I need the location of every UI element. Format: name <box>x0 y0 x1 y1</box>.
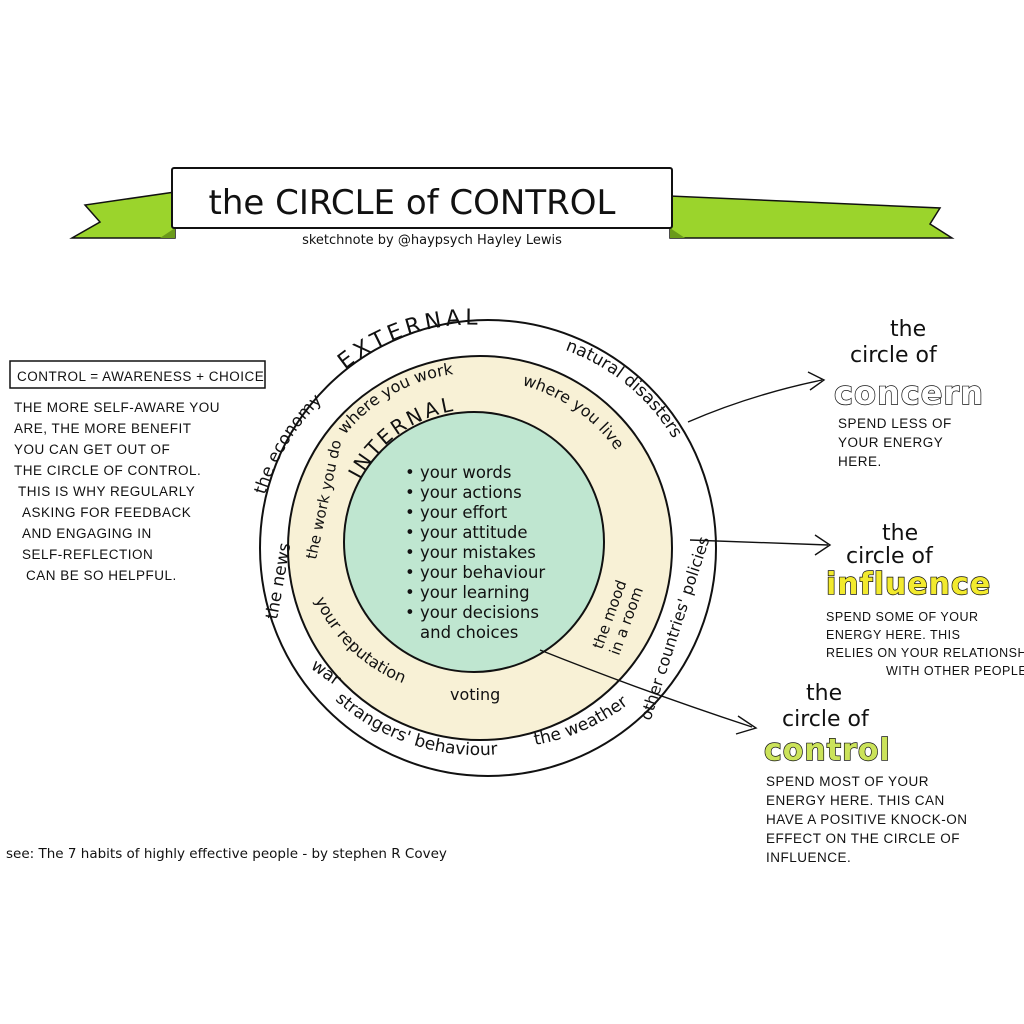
concern-word: concern <box>834 374 984 412</box>
left-note-line: AND ENGAGING IN <box>22 526 152 541</box>
internal-item: • your decisions <box>405 603 539 622</box>
influence-circle-of: circle of <box>846 544 934 569</box>
internal-item: • your effort <box>405 503 508 522</box>
left-note-line: THE MORE SELF-AWARE YOU <box>14 400 220 415</box>
internal-item: • your learning <box>405 583 530 602</box>
internal-items-list: • your words• your actions• your effort•… <box>405 463 545 642</box>
left-note-line: ASKING FOR FEEDBACK <box>22 505 191 520</box>
control-description: SPEND MOST OF YOUR ENERGY HERE. THIS CAN H… <box>766 774 968 865</box>
influence-desc-line: SPEND SOME OF YOUR <box>826 610 979 624</box>
footer-reference: see: The 7 habits of highly effective pe… <box>6 846 447 862</box>
control-desc-line: EFFECT ON THE CIRCLE OF <box>766 831 960 846</box>
concern-desc-line: YOUR ENERGY <box>838 435 943 450</box>
left-note-line: SELF-REFLECTION <box>22 547 153 562</box>
control-circle-of: circle of <box>782 707 870 732</box>
ribbon-left-tail <box>69 191 176 239</box>
concern-description: SPEND LESS OF YOUR ENERGY HERE. <box>838 416 952 469</box>
arrowhead-influence <box>814 534 832 556</box>
left-note-body: THE MORE SELF-AWARE YOU ARE, THE MORE BEN… <box>14 400 220 583</box>
internal-item: • your behaviour <box>405 563 545 582</box>
formula-box <box>9 360 266 389</box>
internal-item: • your words <box>405 463 511 482</box>
ribbon-right-tail <box>669 195 955 239</box>
influence-word: influence <box>826 567 991 602</box>
internal-item: • your attitude <box>405 523 528 542</box>
arrowhead-concern <box>807 371 826 391</box>
internal-item: • your mistakes <box>405 543 536 562</box>
internal-item: and choices <box>420 623 518 642</box>
concern-desc-line: HERE. <box>838 454 882 469</box>
left-note-line: YOU CAN GET OUT OF <box>14 442 170 457</box>
label-mood-in-a-room: the mood in a room <box>589 578 647 658</box>
left-note: CONTROL = AWARENESS + CHOICE THE MORE SE… <box>9 360 266 583</box>
internal-item: • your actions <box>405 483 522 502</box>
label-voting: voting <box>450 685 500 704</box>
ribbon-left-fold <box>160 228 175 238</box>
influence-block: the circle of influence SPEND SOME OF YO… <box>825 521 1024 678</box>
arrowhead-control <box>735 715 758 735</box>
influence-desc-line: ENERGY HERE. THIS <box>826 628 960 642</box>
concern-circle-of: circle of <box>850 343 938 368</box>
influence-description: SPEND SOME OF YOUR ENERGY HERE. THIS RELIE… <box>826 610 1024 678</box>
formula-heading: CONTROL = AWARENESS + CHOICE <box>17 369 264 384</box>
concern-block: the circle of concern SPEND LESS OF YOUR … <box>833 317 984 469</box>
arrow-to-influence <box>689 539 829 546</box>
page-subtitle: sketchnote by @haypsych Hayley Lewis <box>302 233 562 248</box>
title-banner: the CIRCLE of CONTROL sketchnote by @hay… <box>69 167 955 248</box>
left-note-line: THIS IS WHY REGULARLY <box>18 484 195 499</box>
ribbon-right-fold <box>670 228 685 238</box>
control-desc-line: HAVE A POSITIVE KNOCK-ON <box>766 812 968 827</box>
title-box <box>171 167 673 229</box>
control-word: control <box>764 733 891 768</box>
arrows <box>539 371 832 735</box>
left-note-line: CAN BE SO HELPFUL. <box>26 568 177 583</box>
left-note-line: THE CIRCLE OF CONTROL. <box>14 463 201 478</box>
concern-desc-line: SPEND LESS OF <box>838 416 952 431</box>
influence-the: the <box>882 521 918 546</box>
control-block: the circle of control SPEND MOST OF YOUR… <box>763 681 968 865</box>
inner-circle-control <box>343 411 605 673</box>
concentric-circles <box>259 319 717 777</box>
influence-desc-line: RELIES ON YOUR RELATIONSHI <box>826 646 1024 660</box>
arrow-to-control <box>539 649 753 728</box>
control-desc-line: INFLUENCE. <box>766 850 851 865</box>
control-desc-line: ENERGY HERE. THIS CAN <box>766 793 945 808</box>
page-title: the CIRCLE of CONTROL <box>209 183 616 223</box>
control-the: the <box>806 681 842 706</box>
influence-desc-line: WITH OTHER PEOPLE <box>886 664 1024 678</box>
arrow-to-concern <box>687 379 823 423</box>
control-desc-line: SPEND MOST OF YOUR <box>766 774 929 789</box>
left-note-line: ARE, THE MORE BENEFIT <box>14 421 192 436</box>
concern-the: the <box>890 317 926 342</box>
